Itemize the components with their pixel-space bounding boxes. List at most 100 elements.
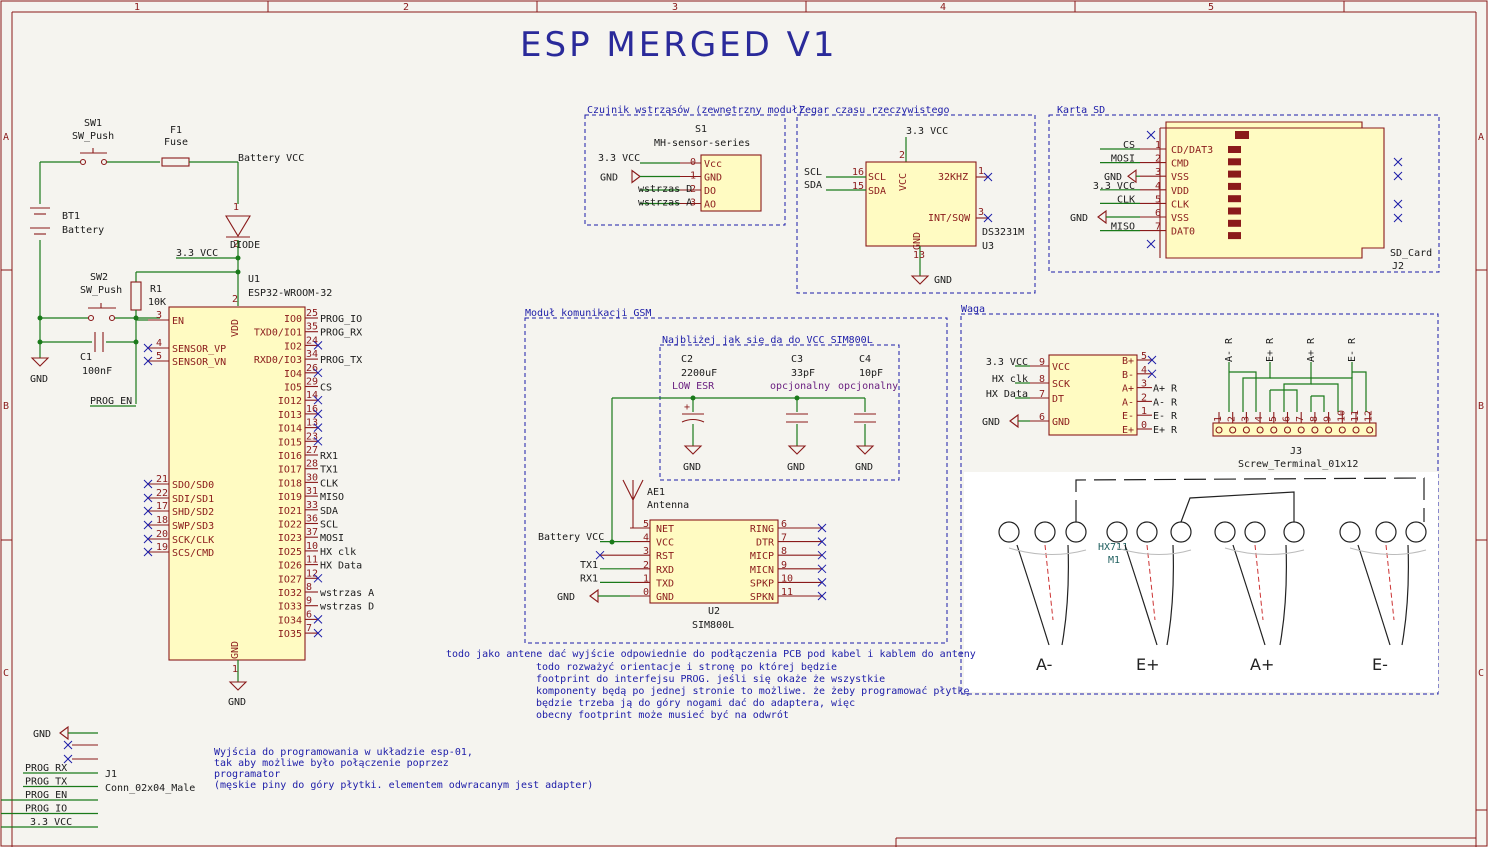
esp32-right-pin-num: 25 (306, 308, 318, 319)
j1-net-label: 3.3 VCC (30, 817, 72, 828)
esp32-net-label: HX clk (320, 547, 356, 558)
s1-value: MH-sensor-series (654, 138, 750, 149)
c2-note: LOW ESR (672, 381, 715, 392)
svg-text:1: 1 (690, 171, 696, 182)
esp32-left-pin-num: 21 (156, 474, 168, 485)
svg-text:3: 3 (643, 546, 649, 557)
s1-pin-name: AO (704, 200, 716, 211)
esp32-net-label: wstrzas A (320, 588, 374, 599)
esp32-right-pin-num: 23 (306, 431, 318, 442)
j2-pin-name: CMD (1171, 159, 1189, 170)
esp32-net-label: CLK (320, 478, 338, 489)
u2-pin-name: MICP (750, 551, 774, 562)
j2-value: SD_Card (1390, 248, 1432, 259)
s1-net-label: wstrzas D (638, 184, 692, 195)
u3-scl-pin: SCL (868, 172, 886, 183)
j2-net-label: 3.3 VCC (1093, 181, 1135, 192)
esp32-left-pin-name: SHD/SD2 (172, 507, 214, 518)
s1-net-label: GND (600, 173, 618, 184)
battery-vcc-label: Battery VCC (238, 153, 304, 164)
svg-text:10: 10 (1336, 410, 1347, 422)
svg-text:2: 2 (643, 560, 649, 571)
hx711-net-label: HX clk (992, 374, 1028, 385)
svg-text:6: 6 (1282, 416, 1293, 422)
loadcell-drawing (964, 472, 1438, 692)
hx711-pin-name: B- (1122, 370, 1134, 381)
hx711-pin-name: VCC (1052, 362, 1070, 373)
esp32-net-label: PROG_RX (320, 328, 362, 339)
esp32-right-pin-name: IO14 (278, 424, 302, 435)
u3-vcc-num: 2 (899, 150, 905, 161)
sw1-ref: SW1 (84, 118, 102, 129)
svg-text:9: 9 (781, 560, 787, 571)
svg-text:5: 5 (1141, 351, 1147, 362)
hx711-net-label: HX Data (986, 389, 1028, 400)
j2-net-label: MISO (1111, 222, 1135, 233)
todo-note-line: komponenty będą po jednej stronie to moż… (536, 685, 969, 697)
u2-body (649, 519, 779, 604)
svg-text:6: 6 (1039, 412, 1045, 423)
esp32-right-pin-name: IO12 (278, 396, 302, 407)
c2-gnd: GND (683, 462, 701, 473)
u2-net-label: TX1 (580, 560, 598, 571)
u3-32k-num: 1 (978, 166, 984, 177)
svg-text:2: 2 (1155, 154, 1161, 165)
sheet-title: ESP MERGED V1 (520, 25, 838, 65)
j1-ref: J1 (105, 769, 117, 780)
c4-value: 10pF (859, 368, 883, 379)
u2-pin-name: RING (750, 524, 774, 535)
esp32-right-pin-name: IO23 (278, 533, 302, 544)
u2-net-label: GND (557, 592, 575, 603)
hx711-net-label: GND (982, 417, 1000, 428)
gsm-title: Moduł komunikacji GSM (525, 308, 651, 319)
c3-value: 33pF (791, 368, 815, 379)
esp32-left-pin-num: 20 (156, 529, 168, 540)
hx711-pin-name: DT (1052, 394, 1064, 405)
c4-gnd: GND (855, 462, 873, 473)
esp32-left-pin-name: SCK/CLK (172, 535, 214, 546)
frame-col-1: 1 (134, 2, 140, 13)
c4-ref: C4 (859, 354, 871, 365)
j2-net-label: GND (1070, 213, 1088, 224)
sw2-value: SW_Push (80, 285, 122, 296)
esp32-right-pin-num: 35 (306, 322, 318, 333)
svg-text:5: 5 (1155, 194, 1161, 205)
s1-net-label: 3.3 VCC (598, 153, 640, 164)
frame-row-b-right: B (1478, 401, 1484, 412)
esp32-left-pin-num: 3 (156, 310, 162, 321)
power-section: SW1 SW_Push F1 Fuse Battery VCC 12 DIODE… (30, 118, 304, 407)
vibration-title: Czujnik wstrząsów (zewnętrzny moduł) (587, 104, 804, 116)
prog-note-line: (męskie piny do góry płytki. elementem o… (214, 779, 593, 791)
esp32-right-pin-name: IO34 (278, 615, 302, 626)
esp32-right-pin-name: IO13 (278, 410, 302, 421)
esp32-right-pin-name: IO0 (284, 314, 302, 325)
svg-text:3: 3 (1141, 379, 1147, 390)
u2-pin-name: RST (656, 551, 674, 562)
svg-text:5: 5 (643, 519, 649, 530)
esp32-module: U1 ESP32-WROOM-32 VDD GND 1 GND 3EN4SENS… (136, 274, 374, 708)
esp32-net-label: PROG_IO (320, 314, 362, 325)
svg-text:2: 2 (690, 184, 696, 195)
svg-text:2: 2 (1141, 392, 1147, 403)
svg-text:0: 0 (643, 587, 649, 598)
svg-text:1: 1 (232, 664, 238, 675)
esp32-right-pin-name: IO19 (278, 492, 302, 503)
hx711-pin-name: B+ (1122, 356, 1134, 367)
svg-text:8: 8 (1309, 416, 1320, 422)
svg-text:4: 4 (1254, 416, 1265, 422)
u2-pin-name: RXD (656, 565, 674, 576)
esp32-vdd: VDD (230, 319, 241, 337)
u3-gnd-label: GND (934, 275, 952, 286)
svg-text:6: 6 (781, 519, 787, 530)
prog-notes: Wyjścia do programowania w układzie esp-… (214, 746, 593, 791)
svg-text:8: 8 (781, 546, 787, 557)
svg-text:3: 3 (690, 198, 696, 209)
c1-ref: C1 (80, 352, 92, 363)
hx711-net-label: A- R (1153, 397, 1178, 408)
esp32-value: ESP32-WROOM-32 (248, 288, 332, 299)
esp32-net-label: wstrzas D (320, 602, 374, 613)
esp32-right-pin-num: 9 (306, 596, 312, 607)
esp32-right-pin-num: 29 (306, 377, 318, 388)
